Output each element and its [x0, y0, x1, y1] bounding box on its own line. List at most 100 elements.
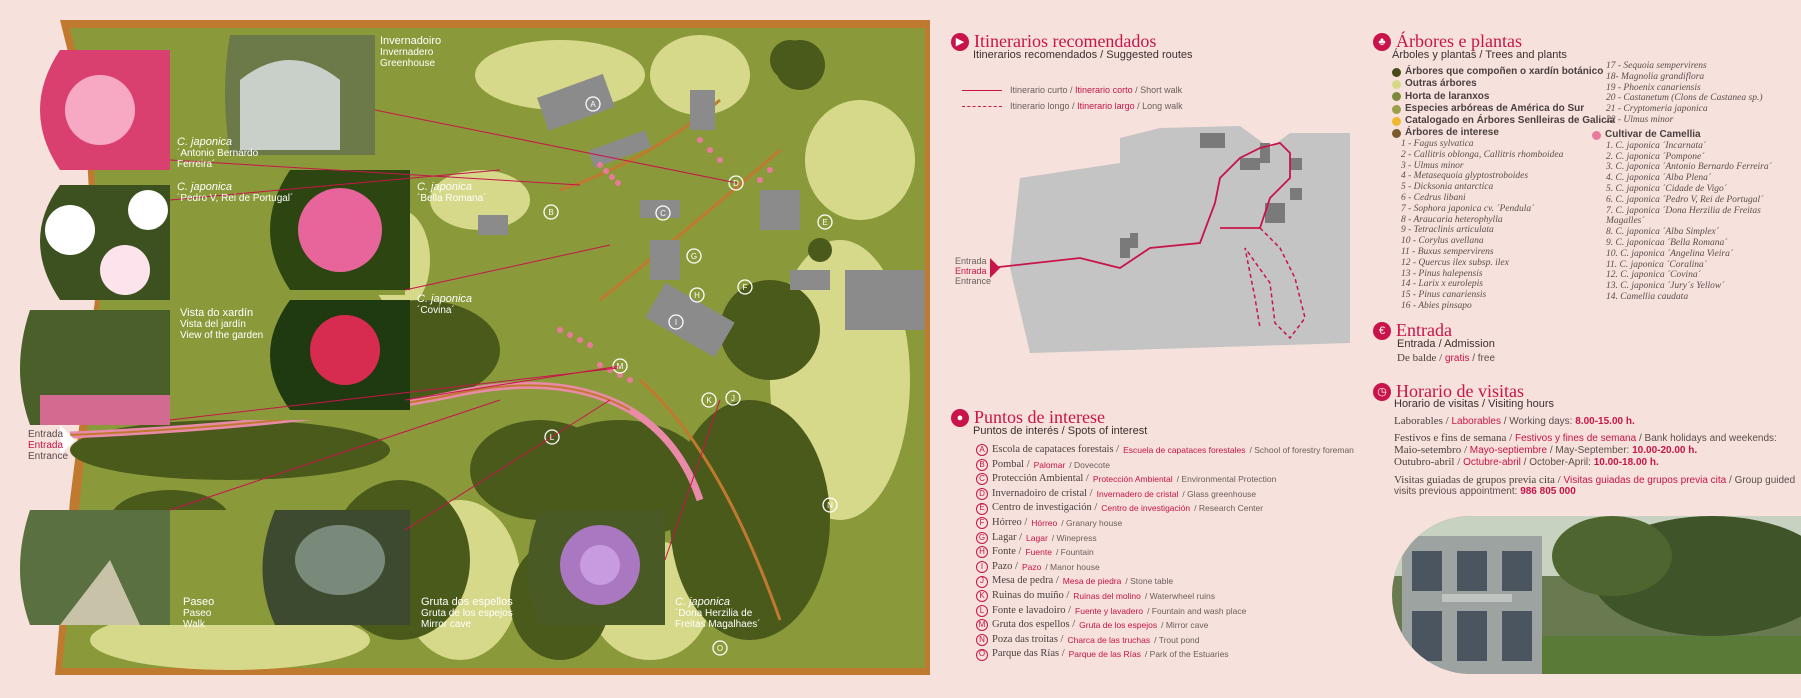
point-name-es: Pazo	[1021, 561, 1042, 572]
category-dot	[1392, 79, 1401, 89]
main-path	[69, 384, 631, 436]
point-letter-icon: A	[976, 444, 988, 457]
point-name-gl: Parque das Rías /	[992, 648, 1065, 660]
svg-text:G: G	[691, 252, 697, 261]
point-name-gl: Poza das troitas /	[992, 633, 1064, 645]
category-dot	[1392, 116, 1401, 126]
point-letter-icon: L	[976, 604, 988, 617]
list-item: 11 - Buxus sempervirens	[1401, 246, 1494, 257]
list-item: 12. C. japonica ´Covina´	[1606, 270, 1701, 281]
list-item: 1 - Fagus sylvatica	[1401, 139, 1474, 149]
list-item: 19 - Phoenix canariensis	[1606, 82, 1701, 93]
tree-category: Árbores de interese	[1392, 127, 1615, 139]
point-name-es: Charca de las truchas	[1067, 634, 1151, 645]
itineraries-title: ▶ Itinerarios recomendados	[951, 31, 1156, 52]
svg-text:I: I	[675, 318, 677, 327]
point-name-es: Palomar	[1033, 459, 1066, 470]
list-item: 4. C. japonica ´Alba Plena´	[1606, 173, 1712, 184]
point-name-gl: Pazo /	[992, 560, 1018, 572]
label-dona-herzilia: C. japonica ´Dona Herzilia de Freitas Ma…	[675, 596, 761, 631]
svg-text:C: C	[660, 209, 666, 218]
hours-summer: Maio-setembro / Mayo-septiembre / May-Se…	[1394, 444, 1698, 456]
point-name-en: / Park of the Estuaries	[1144, 649, 1229, 660]
entry-title: € Entrada	[1373, 320, 1452, 341]
point-name-gl: Gruta dos espellos /	[992, 619, 1076, 631]
tree-category: Árbores que compoñen o xardín botánico	[1392, 66, 1615, 78]
list-item: 2 - Callitris oblonga, Callitris rhomboi…	[1401, 149, 1564, 160]
poi-markers	[543, 96, 838, 656]
svg-text:D: D	[733, 179, 739, 188]
point-letter-icon: J	[976, 575, 988, 588]
category-dot	[1392, 104, 1401, 114]
manor-house-photo	[1392, 516, 1801, 674]
list-item: 6 - Cedrus libani	[1401, 192, 1466, 203]
point-letter-icon: K	[976, 590, 988, 603]
category-label: Especies arbóreas de América do Sur	[1405, 102, 1585, 114]
play-icon: ▶	[951, 32, 969, 51]
list-item: 14 - Larix x eurolepis	[1401, 279, 1483, 290]
point-name-en: / Glass greenhouse	[1182, 488, 1257, 499]
list-item: 7. C. japonica ´Dona Herzilia de Freitas…	[1606, 205, 1761, 227]
list-item: 14. Camellia caudata	[1606, 291, 1689, 302]
camellia-list: 1. C. japonica ´Incarnata´2. C. japonica…	[1592, 141, 1782, 303]
point-name-en: / Waterwheel ruins	[1144, 590, 1215, 601]
svg-text:N: N	[827, 501, 833, 510]
category-label: Outras árbores	[1405, 78, 1477, 90]
tree-category: Especies arbóreas de América do Sur	[1392, 103, 1615, 115]
svg-text:H: H	[694, 291, 700, 300]
hours-subtitle: Horario de visitas / Visiting hours	[1394, 398, 1554, 410]
list-item: 5 - Dicksonia antarctica	[1401, 182, 1494, 193]
euro-icon: €	[1373, 321, 1391, 340]
point-name-gl: Pombal /	[992, 458, 1030, 470]
points-subtitle: Puntos de interés / Spots of interest	[973, 425, 1148, 437]
point-name-gl: Escola de capataces forestais /	[992, 444, 1120, 455]
hours-winter: Outubro-abril / Octubre-abril / October-…	[1394, 456, 1659, 468]
label-covina: C. japonica ´Covina´	[417, 293, 473, 317]
point-name-en: / Environmental Protection	[1176, 474, 1277, 485]
point-name-es: Lagar	[1026, 532, 1048, 543]
point-name-gl: Ruinas do muíño /	[992, 589, 1070, 601]
itinerary-map	[990, 126, 1350, 353]
point-name-gl: Lagar /	[992, 531, 1023, 543]
svg-text:F: F	[743, 283, 748, 292]
label-pedro-v: C. japonica ´Pedro V, Rei de Portugal´	[177, 181, 294, 205]
clock-icon: ◷	[1373, 382, 1391, 401]
list-item: 7 - Sophora japonica cv. ´Pendula´	[1401, 203, 1535, 214]
category-dot	[1392, 67, 1401, 77]
hours-weekdays: Laborables / Laborables / Working days: …	[1394, 415, 1635, 427]
camellia-cultivars: Cultivar de Camellia 1. C. japonica ´Inc…	[1592, 129, 1782, 303]
list-item: 18- Magnolia grandiflora	[1606, 71, 1705, 82]
point-letter-icon: H	[976, 546, 988, 559]
point-name-en: / Stone table	[1125, 576, 1174, 587]
label-greenhouse: Invernadoiro Invernadero Greenhouse	[380, 35, 442, 70]
hours-weekends: Festivos e fins de semana / Festivos y f…	[1394, 432, 1777, 444]
point-letter-icon: F	[976, 517, 988, 530]
list-item: 10. C. japonica ´Angelina Vieira´	[1606, 248, 1733, 259]
camellia-dot	[1592, 130, 1601, 140]
point-name-gl: Mesa de pedra /	[992, 575, 1059, 587]
point-letter-icon: B	[976, 458, 988, 471]
map-entrance-arrow	[60, 425, 75, 455]
itineraries-subtitle: Itinerarios recomendados / Suggested rou…	[973, 49, 1193, 61]
point-name-en: / Fountain	[1055, 547, 1094, 558]
label-bella-romana: C. japonica ´Bella Romana´	[417, 181, 487, 205]
category-label: Catalogado en Árbores Senlleiras de Gali…	[1405, 115, 1616, 127]
label-mirror-cave: Gruta dos espellos Gruta de los espejos …	[421, 596, 513, 631]
svg-text:J: J	[731, 394, 735, 403]
list-item: 11. C. japonica ´Coralina´	[1606, 259, 1707, 270]
manor-house-illustration	[1392, 516, 1801, 674]
camellia-heading: Cultivar de Camellia	[1592, 129, 1782, 141]
photo-connectors	[169, 109, 738, 561]
